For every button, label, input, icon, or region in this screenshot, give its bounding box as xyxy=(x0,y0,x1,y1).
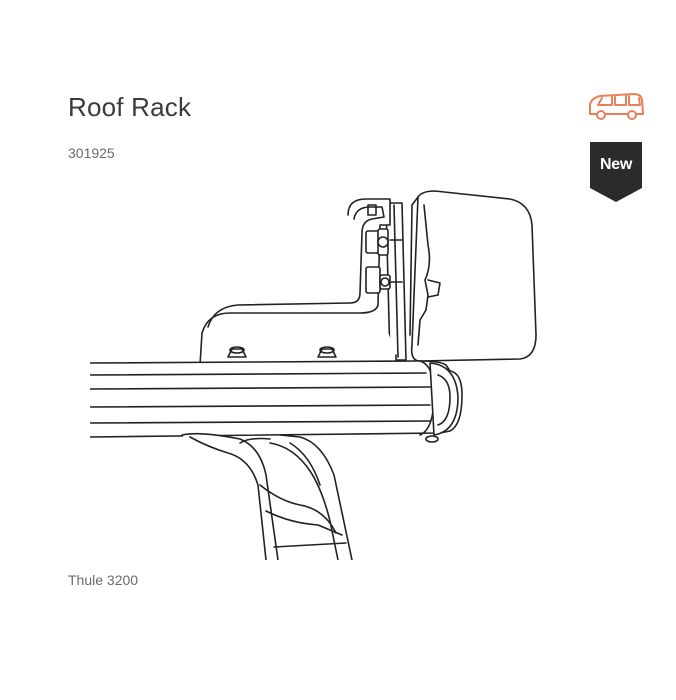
roof-rack-illustration xyxy=(90,190,537,560)
van-icon xyxy=(589,93,644,120)
product-title: Roof Rack xyxy=(68,92,192,122)
model-name: Thule 3200 xyxy=(68,572,139,588)
part-number: 301925 xyxy=(68,145,115,161)
new-badge xyxy=(590,142,642,202)
new-badge-label: New xyxy=(600,156,632,173)
